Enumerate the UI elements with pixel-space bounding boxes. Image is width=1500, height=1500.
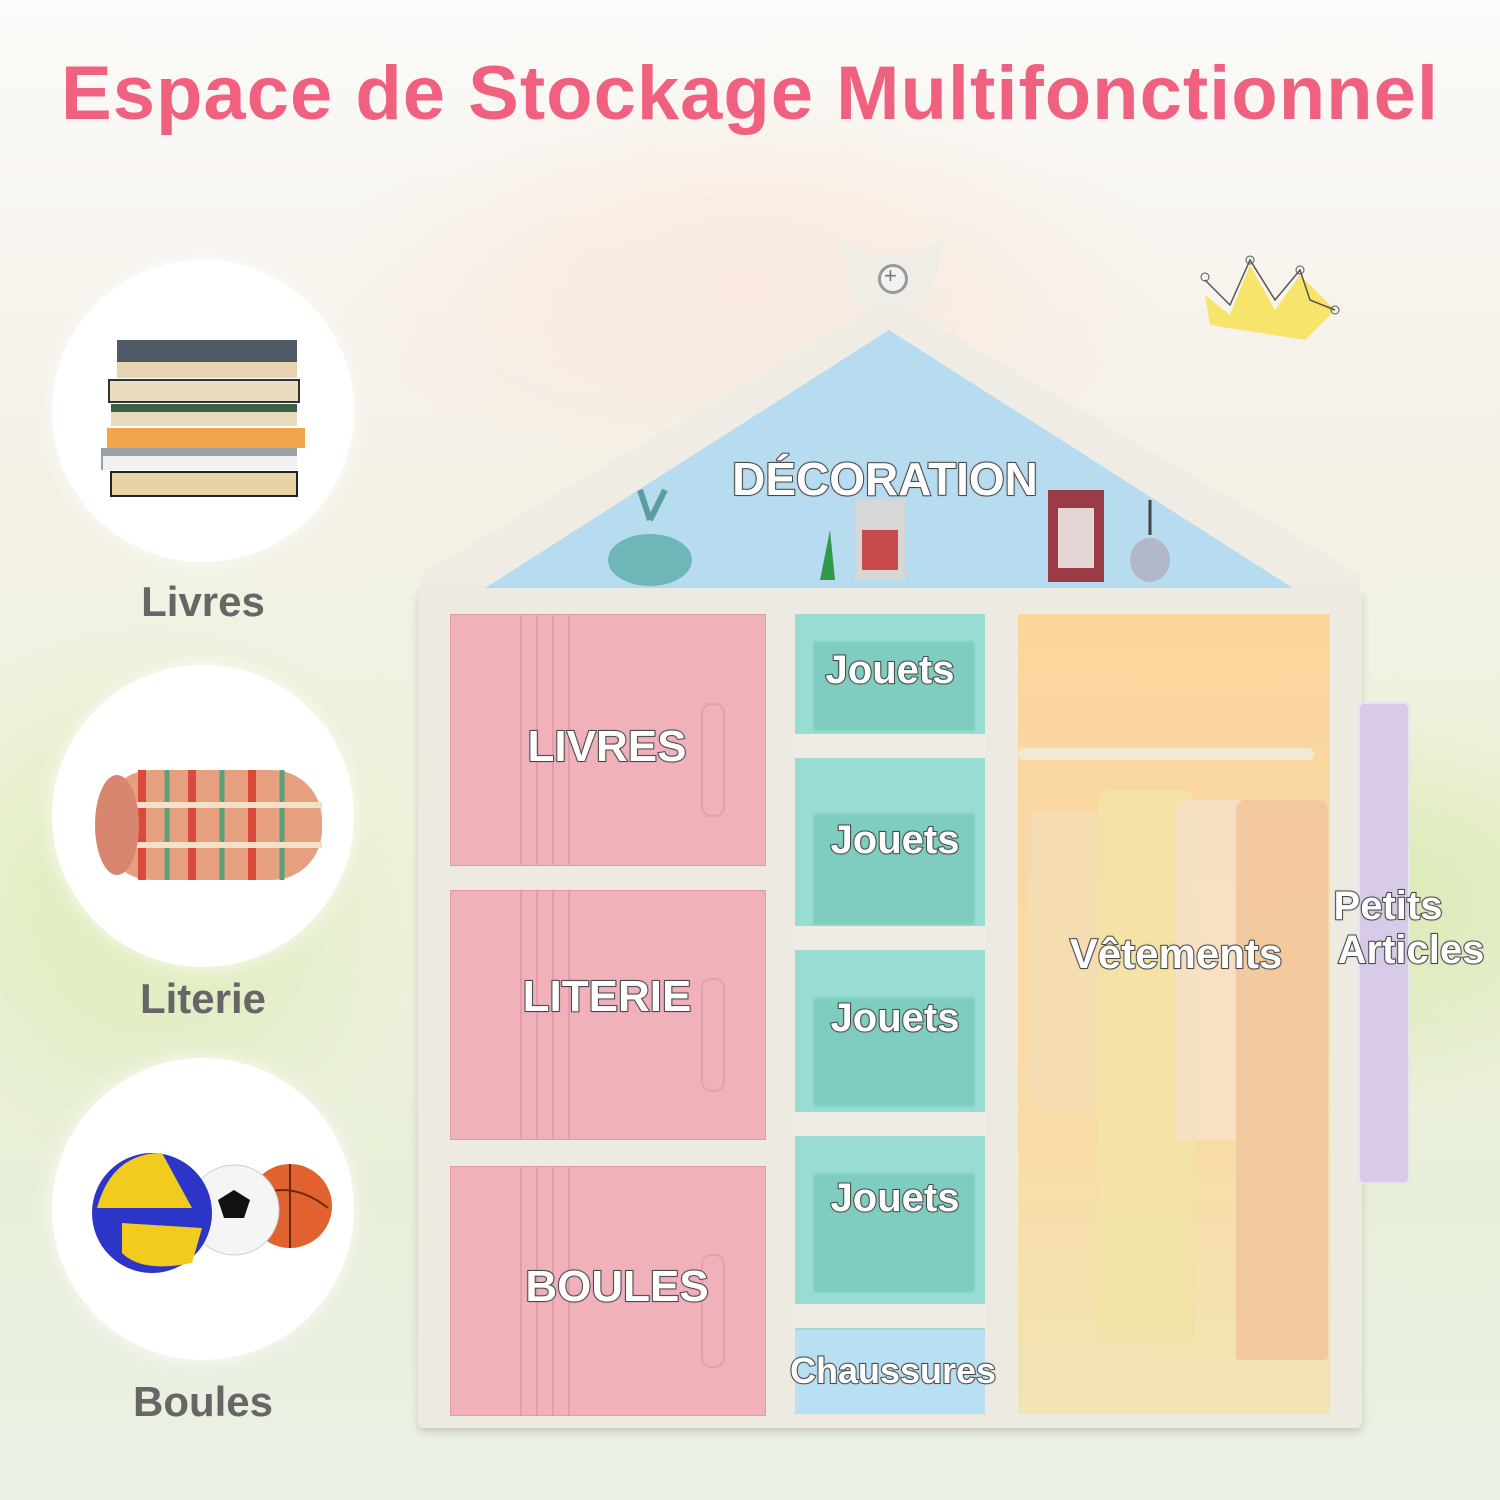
- drawer-boules[interactable]: [450, 1166, 766, 1416]
- drawer-handle: [701, 1253, 725, 1368]
- garment: [1236, 800, 1328, 1360]
- drawer-literie[interactable]: [450, 890, 766, 1140]
- drawer-label-boules: BOULES: [524, 1261, 709, 1312]
- balls-icon: [92, 1153, 332, 1273]
- balls-circle: [52, 1058, 354, 1360]
- toy-bin-3[interactable]: [812, 996, 976, 1108]
- small-items-label-line1: Petits: [1333, 883, 1444, 929]
- drawer-handle: [701, 702, 725, 817]
- blanket-icon: [95, 770, 322, 880]
- blanket-circle: [52, 665, 354, 967]
- drawer-livres[interactable]: [450, 614, 766, 866]
- toy-bin-2[interactable]: [812, 812, 976, 926]
- toy-bin-1[interactable]: [812, 640, 976, 732]
- bin-shelf: [795, 926, 985, 950]
- bin-label-4: Jouets: [830, 1175, 961, 1221]
- books-circle: [52, 260, 354, 562]
- boules-label: Boules: [132, 1378, 274, 1425]
- bin-shelf: [795, 1304, 985, 1328]
- toy-bin-4[interactable]: [812, 1172, 976, 1294]
- books-icon: [101, 340, 305, 497]
- drawer-label-livres: LIVRES: [527, 721, 688, 772]
- side-pocket-organizer: [1358, 702, 1410, 1184]
- crown-icon: [1200, 255, 1340, 340]
- shoes-label: Chaussures: [789, 1349, 997, 1392]
- literie-label: Literie: [139, 975, 267, 1022]
- screw-icon: [878, 263, 908, 294]
- garment: [1028, 810, 1100, 1110]
- page-title: Espace de Stockage Multifonctionnel: [61, 51, 1439, 136]
- drawer-handle: [701, 977, 725, 1092]
- bin-shelf: [795, 1112, 985, 1136]
- bin-label-3: Jouets: [830, 995, 961, 1041]
- clothes-label: Vêtements: [1069, 929, 1283, 978]
- hanging-rod: [1018, 748, 1314, 760]
- livres-label: Livres: [141, 578, 265, 625]
- decoration-label: DÉCORATION: [731, 452, 1039, 506]
- shoe-compartment: [795, 1330, 985, 1414]
- decoration-figures: [608, 488, 1170, 586]
- small-items-label-line2: Articles: [1337, 927, 1486, 973]
- bin-label-2: Jouets: [830, 817, 961, 863]
- bin-label-1: Jouets: [825, 647, 956, 693]
- drawer-label-literie: LITERIE: [522, 971, 693, 1022]
- bin-shelf: [795, 734, 985, 758]
